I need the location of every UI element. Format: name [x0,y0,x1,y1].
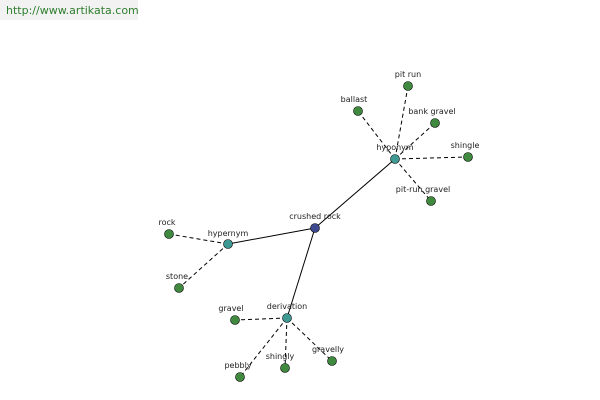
node-label: crushed rock [289,212,341,221]
node-bank-gravel[interactable]: bank gravel [408,107,456,128]
node-circle[interactable] [223,239,233,249]
graph-nodes: crushed rock hyponym hypernym derivation pit… [158,70,479,382]
node-pebbly[interactable]: pebbly [224,361,252,382]
node-label: rock [158,218,175,227]
edge-hyponym-bank_gravel [394,122,436,160]
edge-derivation-gravel [234,317,288,321]
node-circle[interactable] [426,196,436,206]
node-circle[interactable] [463,152,473,162]
node-pit-run-gravel[interactable]: pit-run gravel [396,185,450,206]
edge-hypernym-stone [178,243,229,289]
node-label: bank gravel [408,107,455,116]
node-circle[interactable] [430,118,440,128]
node-label: hyponym [376,143,414,152]
graph-edges [168,85,469,378]
node-circle[interactable] [230,315,240,325]
node-rock[interactable]: rock [158,218,176,239]
node-stone[interactable]: stone [166,272,188,293]
node-circle[interactable] [353,106,363,116]
edge-root-hyponym [314,158,396,229]
node-circle[interactable] [327,356,337,366]
node-label: pebbly [224,361,251,370]
node-pit-run[interactable]: pit run [395,70,421,91]
node-label: gravelly [312,345,344,354]
watermark-url: http://www.artikata.com [0,0,139,20]
edge-hyponym-pit_run_gravel [394,158,432,202]
node-label: derivation [267,302,307,311]
edge-hyponym-shingle [394,156,469,160]
node-ballast[interactable]: ballast [341,95,368,116]
node-shingle[interactable]: shingle [451,141,480,162]
node-shingly[interactable]: shingly [266,352,295,373]
node-label: gravel [218,304,243,313]
node-label: ballast [341,95,368,104]
edge-derivation-gravelly [286,317,333,362]
node-gravelly[interactable]: gravelly [312,345,344,366]
node-label: pit-run gravel [396,185,450,194]
node-label: shingle [451,141,480,150]
node-circle[interactable] [403,81,413,91]
edge-hypernym-rock [168,233,229,245]
node-circle[interactable] [174,283,184,293]
edge-root-hypernym [227,227,316,245]
node-label: hypernym [208,229,249,238]
edge-hyponym-ballast [357,110,396,160]
node-gravel[interactable]: gravel [218,304,244,325]
node-hypernym[interactable]: hypernym [208,229,249,249]
node-hyponym[interactable]: hyponym [376,143,414,164]
node-circle[interactable] [164,229,174,239]
edge-root-derivation [286,227,316,319]
node-circle[interactable] [282,313,292,323]
node-circle[interactable] [235,372,245,382]
node-root[interactable]: crushed rock [289,212,341,233]
edge-hyponym-pit_run [394,85,409,160]
node-circle[interactable] [310,223,320,233]
node-derivation[interactable]: derivation [267,302,307,323]
edge-derivation-pebbly [239,317,288,378]
node-circle[interactable] [280,363,290,373]
node-label: pit run [395,70,421,79]
node-circle[interactable] [390,154,400,164]
node-label: stone [166,272,188,281]
edge-derivation-shingly [284,317,288,369]
node-label: shingly [266,352,295,361]
